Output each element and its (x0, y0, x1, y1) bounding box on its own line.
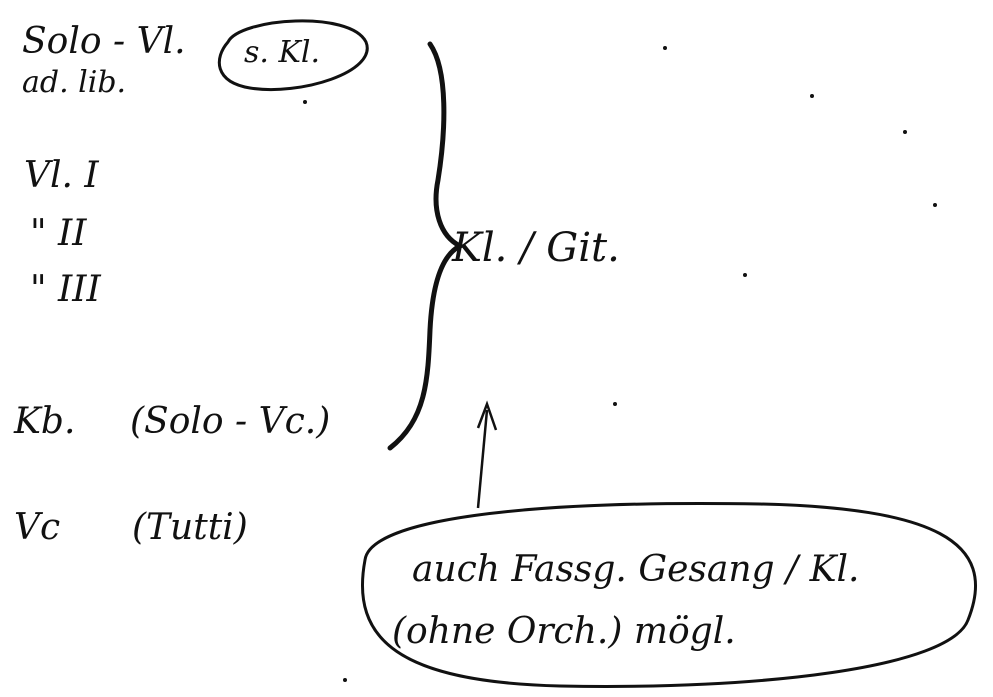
violin-1-label: Vl. I (24, 155, 99, 196)
ad-lib-label: ad. lib. (22, 65, 127, 100)
cello-note: (Tutti) (132, 507, 248, 548)
violin-3-label: " III (30, 269, 101, 310)
bubble-outline (360, 502, 978, 688)
bracket-instrument-label: Kl. / Git. (452, 225, 620, 271)
curly-brace (387, 41, 466, 451)
bubble-line-1: auch Fassg. Gesang / Kl. (412, 549, 860, 590)
arrow-head (476, 400, 498, 431)
double-bass-note: (Solo - Vc.) (130, 401, 331, 442)
arrow-shaft (476, 409, 489, 509)
cello-label: Vc (14, 507, 61, 548)
solo-violin-label: Solo - Vl. (22, 21, 186, 62)
violin-2-label: " II (30, 213, 87, 254)
bubble-line-2: (ohne Orch.) mögl. (392, 611, 736, 652)
double-bass-label: Kb. (14, 401, 76, 442)
circled-piano-note: s. Kl. (244, 35, 321, 70)
